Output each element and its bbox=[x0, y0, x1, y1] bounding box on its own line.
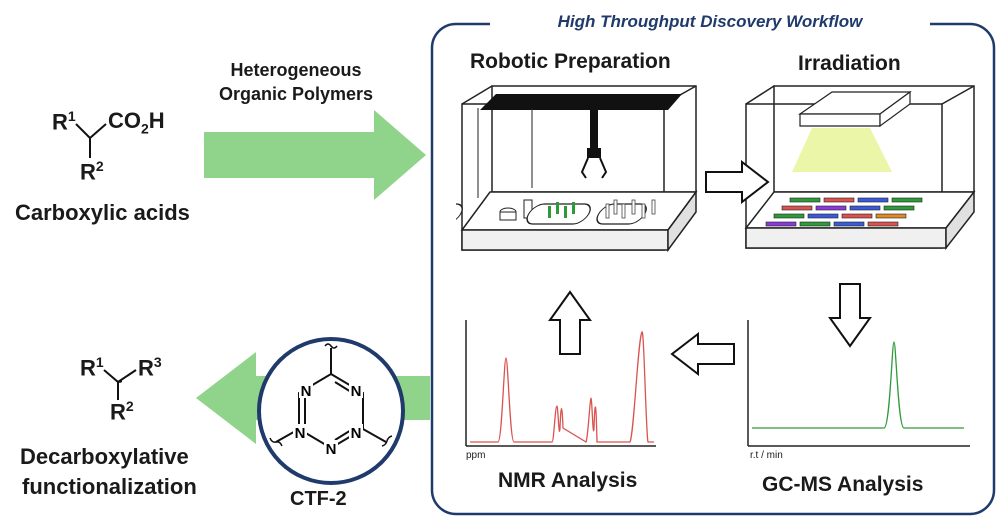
reactant-caption: Carboxylic acids bbox=[15, 200, 190, 225]
workflow-title: High Throughput Discovery Workflow bbox=[557, 12, 863, 31]
catalyst-line1: Heterogeneous bbox=[230, 60, 362, 80]
catalyst-line2: Organic Polymers bbox=[218, 84, 374, 104]
reactant-bonds bbox=[75, 123, 107, 158]
nmr-spectrum bbox=[465, 320, 656, 447]
product-r2: R2 bbox=[110, 398, 134, 425]
reactant-r2: R2 bbox=[80, 158, 104, 185]
gcms-axis-label: r.t / min bbox=[750, 450, 783, 461]
gcms-chromatogram bbox=[747, 320, 970, 447]
step-nmr-label: NMR Analysis bbox=[498, 469, 638, 492]
arrow-nmr-to-robotic bbox=[548, 290, 592, 355]
robotic-station bbox=[456, 85, 698, 253]
ctf-n-4: N bbox=[301, 383, 312, 400]
ctf-n-3: N bbox=[295, 425, 306, 442]
step-gcms-label: GC-MS Analysis bbox=[762, 473, 924, 496]
ctf-n-2: N bbox=[351, 425, 362, 442]
arrow-robotic-to-irradiation bbox=[705, 160, 770, 204]
ctf-n-5: N bbox=[326, 441, 337, 458]
product-bonds bbox=[103, 369, 137, 400]
reactant-r1: R1 bbox=[52, 108, 76, 135]
arrow-irradiation-to-gcms bbox=[828, 283, 872, 348]
workflow-frame bbox=[430, 16, 996, 516]
product-r1: R1 bbox=[80, 354, 104, 381]
product-r3: R3 bbox=[138, 354, 162, 381]
nmr-axis-label: ppm bbox=[466, 450, 486, 461]
ctf-label: CTF-2 bbox=[290, 488, 347, 510]
forward-green-arrow bbox=[204, 110, 426, 200]
product-caption-line2: functionalization bbox=[22, 474, 197, 499]
ctf-structure: N N N N N bbox=[257, 337, 405, 485]
step-irradiation-label: Irradiation bbox=[798, 52, 901, 75]
irradiation-station bbox=[744, 85, 976, 251]
step-robotic-label: Robotic Preparation bbox=[470, 50, 671, 73]
product-caption-line1: Decarboxylative bbox=[20, 444, 189, 469]
reactant-acid: CO2H bbox=[108, 108, 165, 137]
arrow-gcms-to-nmr bbox=[670, 332, 735, 376]
ctf-n-1: N bbox=[351, 383, 362, 400]
